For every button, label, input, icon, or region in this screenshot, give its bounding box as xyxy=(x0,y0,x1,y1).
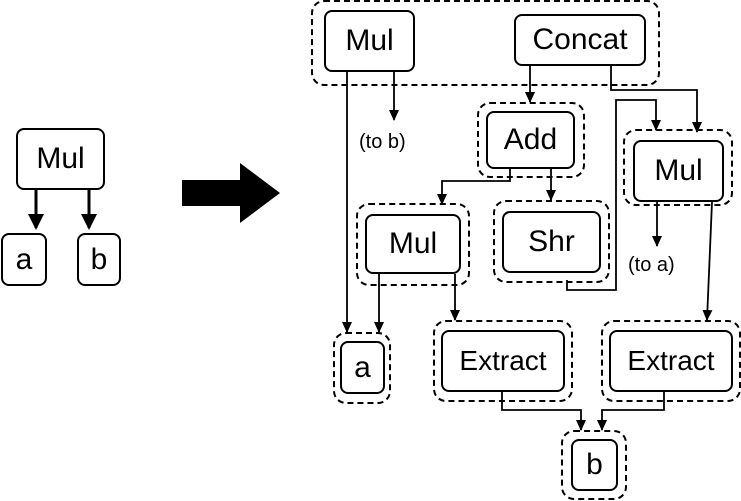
group-extract-right xyxy=(601,320,741,402)
node-mul-left: Mul xyxy=(16,128,105,190)
group-a xyxy=(333,332,391,404)
group-add xyxy=(477,102,585,178)
node-shr: Shr xyxy=(502,211,601,273)
group-mul-concat xyxy=(311,0,660,86)
node-a-left: a xyxy=(1,233,47,286)
node-extract-right: Extract xyxy=(609,330,733,392)
edge-concat-to-mul-right xyxy=(610,66,702,133)
node-b-right: b xyxy=(571,439,618,491)
transform-arrow-icon xyxy=(182,163,280,223)
group-mul-mid xyxy=(356,203,470,286)
group-shr xyxy=(493,200,610,283)
label-to-b: (to b) xyxy=(359,131,406,153)
edge-shr-to-mul-right xyxy=(566,99,661,291)
node-mul-right: Mul xyxy=(633,140,724,202)
node-a-right: a xyxy=(340,341,385,394)
group-b xyxy=(561,430,627,500)
node-mul-mid: Mul xyxy=(365,214,461,274)
node-mul-top: Mul xyxy=(324,10,415,72)
group-extract-left xyxy=(433,320,573,402)
node-extract-left: Extract xyxy=(441,330,565,392)
node-concat: Concat xyxy=(514,14,646,66)
node-b-left: b xyxy=(77,233,121,286)
label-to-a: (to a) xyxy=(628,254,675,276)
edge-mul-right-to-extract-right xyxy=(702,201,713,321)
node-add: Add xyxy=(486,111,575,169)
edge-add-to-mul-mid xyxy=(437,169,511,205)
group-mul-right xyxy=(623,129,733,206)
